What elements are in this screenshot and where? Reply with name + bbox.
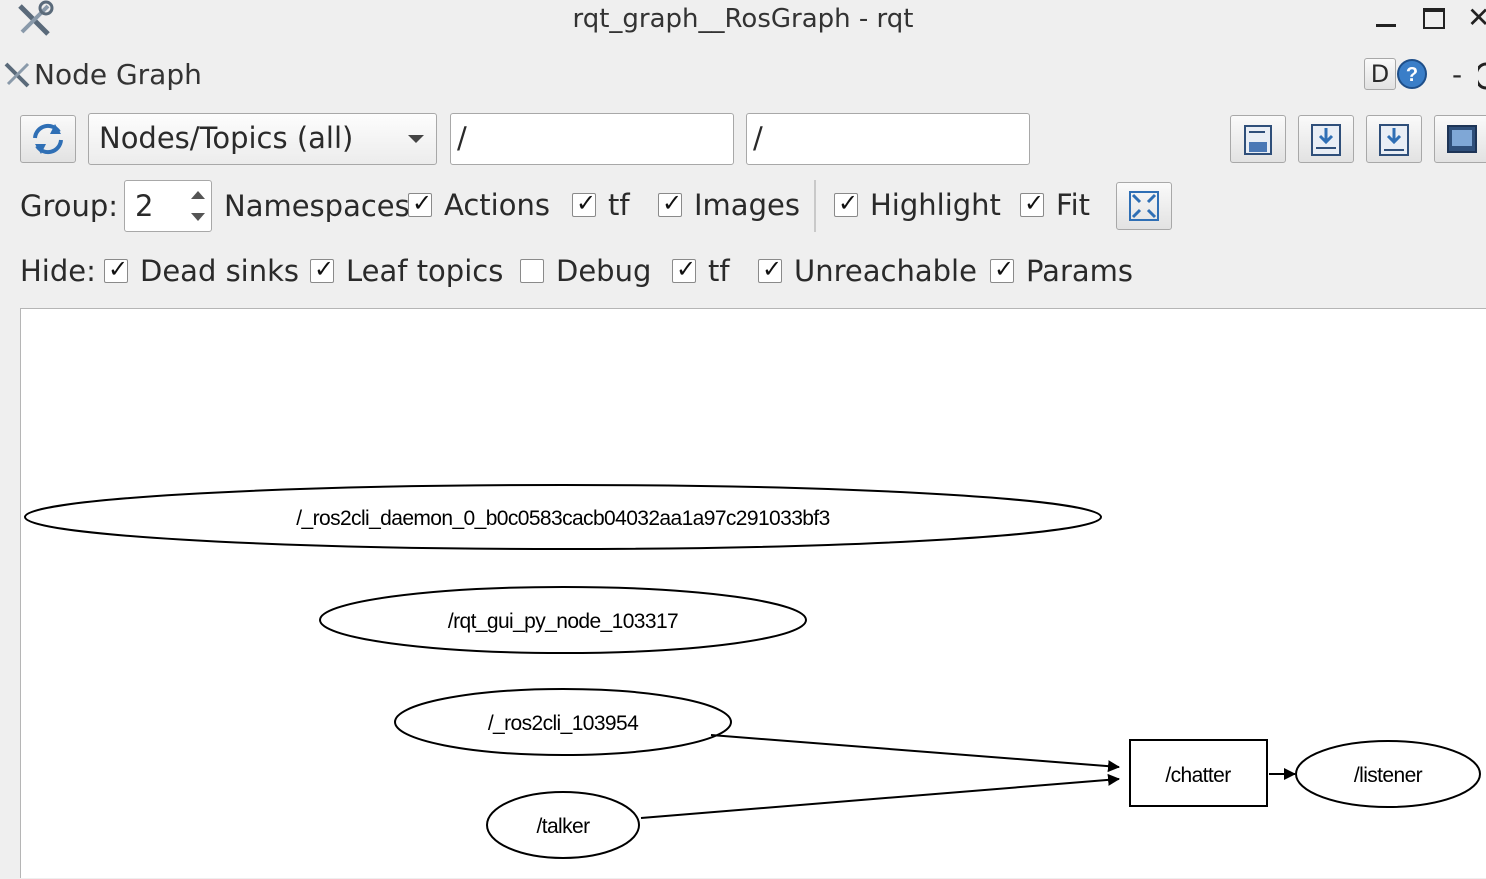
- save-dot-button[interactable]: [1298, 115, 1354, 163]
- dead-sinks-checkbox[interactable]: ✓: [104, 255, 128, 283]
- spin-down-icon[interactable]: [191, 213, 205, 221]
- node-label: /chatter: [1165, 764, 1231, 787]
- check-icon: ✓: [676, 255, 697, 283]
- topic-filter-input[interactable]: /: [746, 113, 1030, 165]
- images-checkbox[interactable]: ✓: [658, 189, 682, 217]
- check-icon: ✓: [314, 255, 335, 283]
- check-icon: ✓: [994, 255, 1015, 283]
- close-icon[interactable]: ✕: [1467, 1, 1486, 34]
- check-icon: ✓: [412, 189, 433, 217]
- save-dot-icon: [1311, 124, 1341, 156]
- edge-ros2cli-chatter: [710, 734, 1120, 773]
- check-icon: ✓: [576, 189, 597, 217]
- save-image-icon: [1447, 125, 1477, 153]
- graph-node-daemon[interactable]: /_ros2cli_daemon_0_b0c0583cacb04032aa1a9…: [24, 484, 1102, 550]
- fit-checkbox[interactable]: ✓: [1020, 189, 1044, 217]
- group-label: Group:: [20, 189, 119, 223]
- save-svg-button[interactable]: [1366, 115, 1422, 163]
- maximize-icon[interactable]: [1423, 8, 1445, 29]
- group-spinbox[interactable]: 2: [124, 180, 212, 232]
- actions-checkbox[interactable]: ✓: [408, 189, 432, 217]
- plugin-minimize-button[interactable]: -: [1452, 58, 1463, 91]
- edge-talker-chatter: [640, 773, 1120, 819]
- graph-type-value: Nodes/Topics (all): [99, 121, 354, 155]
- images-label: Images: [694, 188, 800, 222]
- node-filter-input[interactable]: /: [450, 113, 734, 165]
- spin-up-icon[interactable]: [191, 191, 205, 199]
- plugin-title: Node Graph: [34, 58, 202, 91]
- svg-text:?: ?: [1406, 64, 1418, 86]
- hide-tf-checkbox[interactable]: ✓: [672, 255, 696, 283]
- load-dot-button[interactable]: [1230, 115, 1286, 163]
- dead-sinks-label: Dead sinks: [140, 254, 300, 288]
- plugin-close-icon[interactable]: [1478, 62, 1486, 90]
- minimize-icon[interactable]: [1376, 2, 1396, 27]
- check-icon: ✓: [108, 255, 129, 283]
- unreachable-checkbox[interactable]: ✓: [758, 255, 782, 283]
- debug-checkbox[interactable]: [520, 259, 544, 283]
- hide-label: Hide:: [20, 254, 96, 288]
- toolbar-separator: [814, 180, 816, 232]
- check-icon: ✓: [762, 255, 783, 283]
- refresh-icon: [33, 123, 63, 155]
- plugin-tools-icon: [4, 62, 30, 88]
- graph-node-rqt-gui[interactable]: /rqt_gui_py_node_103317: [319, 586, 807, 654]
- check-icon: ✓: [838, 189, 859, 217]
- tf-checkbox[interactable]: ✓: [572, 189, 596, 217]
- graph-node-listener[interactable]: /listener: [1295, 740, 1481, 808]
- node-label: /rqt_gui_py_node_103317: [448, 610, 678, 633]
- check-icon: ✓: [1024, 189, 1045, 217]
- params-checkbox[interactable]: ✓: [990, 255, 1014, 283]
- tf-label: tf: [608, 188, 630, 222]
- node-label: /talker: [537, 815, 591, 838]
- graph-type-select[interactable]: Nodes/Topics (all): [88, 113, 437, 165]
- save-svg-icon: [1379, 124, 1409, 156]
- rqt-app-icon: [18, 0, 54, 36]
- dock-button[interactable]: D: [1364, 58, 1396, 90]
- leaf-topics-label: Leaf topics: [346, 254, 504, 288]
- check-icon: ✓: [662, 189, 683, 217]
- highlight-checkbox[interactable]: ✓: [834, 189, 858, 217]
- graph-topic-chatter[interactable]: /chatter: [1129, 739, 1268, 807]
- highlight-label: Highlight: [870, 188, 1001, 222]
- graph-canvas[interactable]: /_ros2cli_daemon_0_b0c0583cacb04032aa1a9…: [20, 308, 1486, 878]
- fit-view-icon: [1129, 191, 1159, 221]
- window-titlebar: rqt_graph__RosGraph - rqt ✕: [0, 0, 1486, 40]
- node-filter-value: /: [457, 121, 467, 155]
- help-icon[interactable]: ?: [1396, 58, 1428, 90]
- fit-view-button[interactable]: [1116, 182, 1172, 230]
- topic-filter-value: /: [753, 121, 763, 155]
- save-image-button[interactable]: [1434, 115, 1486, 163]
- leaf-topics-checkbox[interactable]: ✓: [310, 255, 334, 283]
- chevron-down-icon: [408, 135, 424, 143]
- unreachable-label: Unreachable: [794, 254, 977, 288]
- namespaces-label: Namespaces: [224, 189, 410, 223]
- actions-label: Actions: [444, 188, 550, 222]
- params-label: Params: [1026, 254, 1134, 288]
- graph-node-talker[interactable]: /talker: [486, 791, 640, 859]
- graph-node-ros2cli[interactable]: /_ros2cli_103954: [394, 688, 732, 756]
- fit-label: Fit: [1056, 188, 1090, 222]
- node-label: /_ros2cli_103954: [488, 712, 639, 735]
- graph-svg[interactable]: /_ros2cli_daemon_0_b0c0583cacb04032aa1a9…: [21, 309, 1486, 879]
- refresh-button[interactable]: [20, 115, 76, 163]
- node-label: /_ros2cli_daemon_0_b0c0583cacb04032aa1a9…: [296, 507, 829, 530]
- load-dot-icon: [1244, 125, 1272, 155]
- group-value: 2: [135, 189, 154, 223]
- node-label: /listener: [1354, 764, 1423, 787]
- hide-tf-label: tf: [708, 254, 730, 288]
- debug-label: Debug: [556, 254, 652, 288]
- window-title: rqt_graph__RosGraph - rqt: [572, 4, 914, 34]
